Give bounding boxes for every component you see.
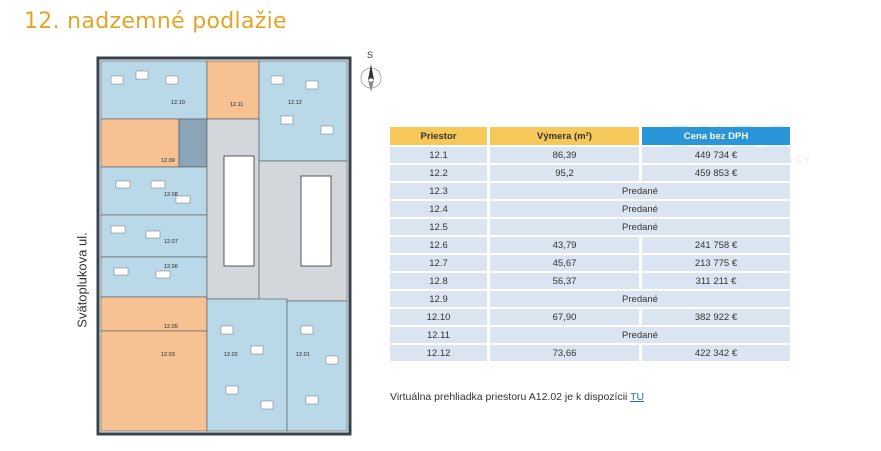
header-price: Cena bez DPH [642,127,790,145]
cell-room: 12.4 [390,201,490,217]
compass-icon [360,64,382,92]
cell-status: Predané [490,219,790,235]
unit-12-02 [206,298,288,432]
unit-label-12-09: 12.09 [161,158,175,164]
cell-status: Predané [490,291,790,307]
cell-room: 12.1 [390,147,490,163]
cell-room: 12.12 [390,345,490,361]
cell-area: 56,37 [490,273,642,289]
cell-price: 382 922 € [642,309,790,325]
unit-12-03 [100,330,208,432]
unit-label-12-08: 12.08 [164,192,178,198]
stair-right [300,175,332,267]
unit-12-01 [286,300,348,432]
street-label: Svätoplukova ul. [72,200,92,360]
street-label-text: Svätoplukova ul. [74,232,90,328]
unit-label-12-11: 12.11 [230,102,243,108]
cell-room: 12.7 [390,255,490,271]
unit-label-12-12: 12.12 [288,100,302,106]
header-room: Priestor [390,127,490,145]
cell-room: 12.3 [390,183,490,199]
unit-label-12-02: 12.02 [224,352,238,358]
cell-price: 422 342 € [642,345,790,361]
page-title: 12. nadzemné podlažie [24,9,287,34]
cell-area: 86,39 [490,147,642,163]
cell-area: 73,66 [490,345,642,361]
north-arrow: S [358,50,384,98]
cell-room: 12.6 [390,237,490,253]
cell-room: 12.9 [390,291,490,307]
cell-price: 449 734 € [642,147,790,163]
unit-12-08 [100,166,208,216]
cell-room: 12.2 [390,165,490,181]
unit-12-05 [100,296,208,332]
cell-price: 241 758 € [642,237,790,253]
table-header-row: Priestor Výmera (m²) Cena bez DPH [390,127,790,145]
floor-plan: 12.10 12.09 12.08 12.07 12.06 12.05 12.0… [96,56,352,436]
cell-price: 213 775 € [642,255,790,271]
unit-label-12-10: 12.10 [171,100,185,106]
unit-label-12-06: 12.06 [164,264,178,270]
cell-area: 43,79 [490,237,642,253]
header-area: Výmera (m²) [490,127,642,145]
unit-12-10 [100,60,208,120]
cell-room: 12.8 [390,273,490,289]
cell-status: Predané [490,201,790,217]
unit-12-11 [206,60,260,120]
cell-room: 12.10 [390,309,490,325]
cell-price: 459 853 € [642,165,790,181]
cell-room: 12.11 [390,327,490,343]
compass-letter: S [367,50,374,60]
cell-status: Predané [490,183,790,199]
virtual-tour-text: Virtuálna prehliadka priestoru A12.02 je… [390,391,631,403]
cell-room: 12.5 [390,219,490,235]
cell-area: 45,67 [490,255,642,271]
cell-price: 311 211 € [642,273,790,289]
virtual-tour-link[interactable]: TU [630,391,645,403]
elevator-shaft [223,155,255,267]
virtual-tour-note: Virtuálna prehliadka priestoru A12.02 je… [390,391,644,403]
unit-label-12-05: 12.05 [164,324,178,330]
stair-left [178,118,208,168]
unit-12-06 [100,256,208,298]
cell-area: 95,2 [490,165,642,181]
unit-label-12-07: 12.07 [164,239,178,245]
cell-status: Predané [490,327,790,343]
cell-area: 67,90 [490,309,642,325]
unit-label-12-01: 12.01 [296,352,310,358]
unit-label-12-03: 12.03 [161,352,175,358]
